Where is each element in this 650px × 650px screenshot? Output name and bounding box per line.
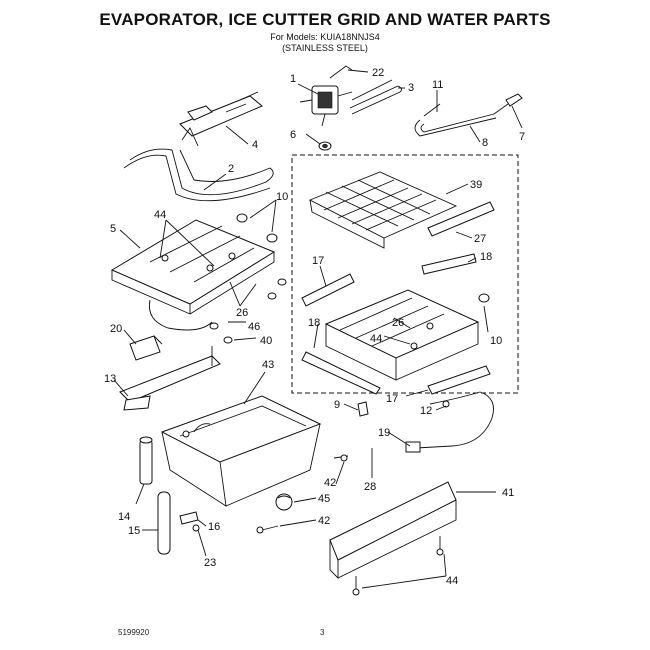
front-panel-part — [329, 481, 457, 580]
callout-23: 23 — [204, 557, 216, 569]
drain-tube-part — [139, 436, 153, 485]
callout-10-lower: 10 — [490, 335, 502, 347]
callout-19: 19 — [378, 427, 390, 439]
callout-13: 13 — [104, 373, 116, 385]
callout-1: 1 — [290, 73, 296, 85]
screw-part-group — [256, 454, 349, 534]
grid-strip-part — [427, 201, 495, 237]
callout-16: 16 — [208, 521, 220, 533]
callout-17-upper: 17 — [312, 255, 324, 267]
callout-42-upper: 42 — [324, 477, 336, 489]
small-hardware-part — [179, 511, 200, 532]
callout-42-lower: 42 — [318, 515, 330, 527]
rod-part — [157, 491, 171, 555]
lower-grid-frame-part — [324, 289, 490, 381]
models-line: For Models: KUIA18NNJS4 — [270, 32, 380, 42]
evaporator-frame-part — [123, 148, 274, 202]
fastener-group-left — [209, 213, 287, 344]
page-number: 3 — [320, 628, 325, 637]
callout-6: 6 — [290, 129, 296, 141]
callout-7: 7 — [519, 131, 525, 143]
callout-45: 45 — [318, 493, 330, 505]
callout-2: 2 — [228, 163, 234, 175]
callout-44-middle: 44 — [370, 333, 382, 345]
callout-44-upper: 44 — [154, 209, 166, 221]
callout-22: 22 — [372, 67, 384, 79]
callout-17-lower: 17 — [386, 393, 398, 405]
callout-46: 46 — [248, 321, 260, 333]
cutter-grid-assembly-boundary — [291, 154, 519, 394]
grid-rails-part — [301, 253, 491, 395]
callout-5: 5 — [110, 223, 116, 235]
callout-27: 27 — [474, 233, 486, 245]
callout-26-right: 26 — [392, 317, 404, 329]
document-number: 5199920 — [118, 628, 150, 637]
variant-line: (STAINLESS STEEL) — [282, 43, 368, 53]
callout-26-left: 26 — [236, 307, 248, 319]
callout-44-lower: 44 — [446, 575, 458, 587]
callout-43: 43 — [262, 359, 274, 371]
callout-15: 15 — [128, 525, 140, 537]
callout-4: 4 — [252, 139, 258, 151]
callout-20: 20 — [110, 323, 122, 335]
clip-part — [357, 401, 369, 417]
bracket-part — [129, 335, 163, 361]
callout-11: 11 — [432, 79, 443, 91]
callout-28: 28 — [364, 481, 376, 493]
evaporator-plate-part — [110, 219, 276, 331]
callout-18-lower: 18 — [308, 317, 320, 329]
cutter-grid-part — [308, 171, 458, 249]
water-pan-part — [160, 395, 322, 507]
leader-lines — [113, 69, 523, 589]
callout-39: 39 — [470, 179, 482, 191]
water-valve-part — [299, 65, 353, 127]
callout-labels: 1 22 3 11 7 4 6 8 2 39 10 44 5 27 17 18 … — [104, 67, 525, 587]
bottom-screws-part — [352, 536, 444, 596]
callout-8: 8 — [482, 137, 488, 149]
fill-tube-part — [414, 93, 523, 137]
callout-12: 12 — [420, 405, 432, 417]
float-ball-part — [275, 493, 293, 511]
callout-18-upper: 18 — [480, 251, 492, 263]
callout-9: 9 — [334, 399, 340, 411]
callout-3: 3 — [408, 82, 414, 94]
nut-part — [318, 141, 332, 151]
callout-10-upper: 10 — [276, 191, 288, 203]
grid-cover-part — [179, 91, 263, 147]
water-tube-part — [349, 79, 403, 115]
callout-41: 41 — [502, 487, 514, 499]
side-rail-part — [119, 346, 221, 411]
wire-harness-part — [405, 391, 494, 453]
page-title: EVAPORATOR, ICE CUTTER GRID AND WATER PA… — [99, 10, 551, 29]
callout-14: 14 — [118, 511, 130, 523]
callout-40: 40 — [260, 335, 272, 347]
